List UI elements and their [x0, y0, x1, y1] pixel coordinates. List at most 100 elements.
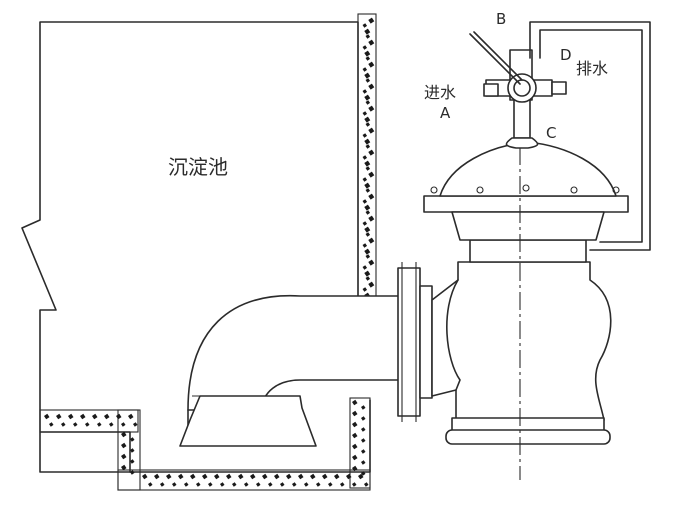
gravel-speck: [352, 465, 358, 472]
gravel-speck: [97, 422, 102, 427]
gravel-speck: [365, 78, 371, 83]
gravel-speck: [365, 34, 371, 39]
gravel-band-lower-left: [39, 397, 371, 491]
gravel-speck: [362, 45, 368, 50]
gravel-speck: [68, 413, 74, 420]
gravel-speck: [362, 155, 368, 160]
gravel-speck: [280, 482, 285, 487]
gravel-speck: [362, 67, 368, 72]
gravel-speck: [274, 473, 280, 480]
gravel-speck: [352, 454, 358, 461]
gravel-speck: [364, 248, 371, 255]
inlet-label: 进水: [424, 83, 456, 102]
gravel-speck: [368, 149, 375, 156]
gravel-speck: [130, 470, 135, 475]
gravel-speck: [352, 482, 357, 487]
gravel-speck: [121, 442, 127, 449]
gravel-speck: [104, 413, 110, 420]
gravel-speck: [334, 473, 340, 480]
diaphragm-cover: [423, 141, 629, 241]
gravel-speck: [121, 422, 126, 427]
gravel-speck: [256, 482, 261, 487]
gravel-speck: [262, 473, 268, 480]
gravel-speck: [364, 94, 371, 101]
gravel-speck: [352, 410, 358, 417]
gravel-speck: [362, 287, 368, 292]
gravel-speck: [368, 17, 375, 24]
gravel-speck: [361, 471, 366, 476]
gravel-speck: [365, 100, 371, 105]
gravel-speck: [364, 28, 371, 35]
gravel-speck: [92, 413, 98, 420]
gravel-speck: [121, 453, 127, 460]
gravel-speck: [121, 431, 127, 438]
gravel-speck: [328, 482, 333, 487]
gravel-speck: [352, 399, 358, 406]
gravel-speck: [109, 422, 114, 427]
gravel-speck: [142, 473, 148, 480]
gravel-speck: [208, 482, 213, 487]
gravel-speck: [154, 473, 160, 480]
gravel-speck: [268, 482, 273, 487]
gravel-speck: [361, 449, 366, 454]
gravel-speck: [362, 177, 368, 182]
valve-body: [431, 239, 612, 445]
gravel-speck: [214, 473, 220, 480]
gravel-speck: [73, 422, 78, 427]
gravel-speck: [352, 421, 358, 428]
gravel-speck: [364, 270, 371, 277]
gravel-speck: [362, 199, 368, 204]
gravel-speck: [364, 204, 371, 211]
gravel-speck: [44, 413, 50, 420]
gravel-speck: [364, 226, 371, 233]
gravel-speck: [364, 482, 369, 487]
gravel-speck: [56, 413, 62, 420]
port-d-label: D: [560, 46, 572, 64]
gravel-speck: [121, 464, 127, 471]
gravel-speck: [358, 473, 364, 480]
gravel-speck: [365, 188, 371, 193]
gravel-speck: [362, 89, 368, 94]
port-c-label: C: [546, 124, 556, 142]
gravel-speck: [365, 144, 371, 149]
gravel-speck: [304, 482, 309, 487]
gravel-speck: [362, 23, 368, 28]
gravel-speck: [361, 460, 366, 465]
pilot-valve: [469, 31, 567, 149]
gravel-speck: [316, 482, 321, 487]
gravel-speck: [364, 160, 371, 167]
gravel-speck: [365, 210, 371, 215]
gravel-speck: [368, 83, 375, 90]
gravel-speck: [352, 443, 358, 450]
gravel-speck: [365, 122, 371, 127]
gravel-speck: [361, 405, 366, 410]
gravel-speck: [148, 482, 153, 487]
gravel-speck: [361, 438, 366, 443]
gravel-speck: [368, 105, 375, 112]
gravel-speck: [130, 459, 135, 464]
gravel-speck: [364, 182, 371, 189]
gravel-speck: [365, 232, 371, 237]
gravel-speck: [352, 432, 358, 439]
elbow-pipe: [179, 294, 401, 447]
gravel-speck: [292, 482, 297, 487]
gravel-speck: [286, 473, 292, 480]
gravel-speck: [166, 473, 172, 480]
gravel-speck: [362, 243, 368, 248]
gravel-speck: [368, 281, 375, 288]
gravel-speck: [238, 473, 244, 480]
pipe-flange: [397, 262, 433, 422]
gravel-speck: [196, 482, 201, 487]
drain-tube: [529, 21, 651, 251]
gravel-speck: [368, 259, 375, 266]
gravel-speck: [226, 473, 232, 480]
gravel-speck: [250, 473, 256, 480]
gravel-speck: [362, 265, 368, 270]
gravel-speck: [130, 448, 135, 453]
gravel-speck: [80, 413, 86, 420]
gravel-speck: [232, 482, 237, 487]
gravel-speck: [361, 427, 366, 432]
gravel-speck: [368, 237, 375, 244]
gravel-wall-right: [357, 13, 377, 305]
